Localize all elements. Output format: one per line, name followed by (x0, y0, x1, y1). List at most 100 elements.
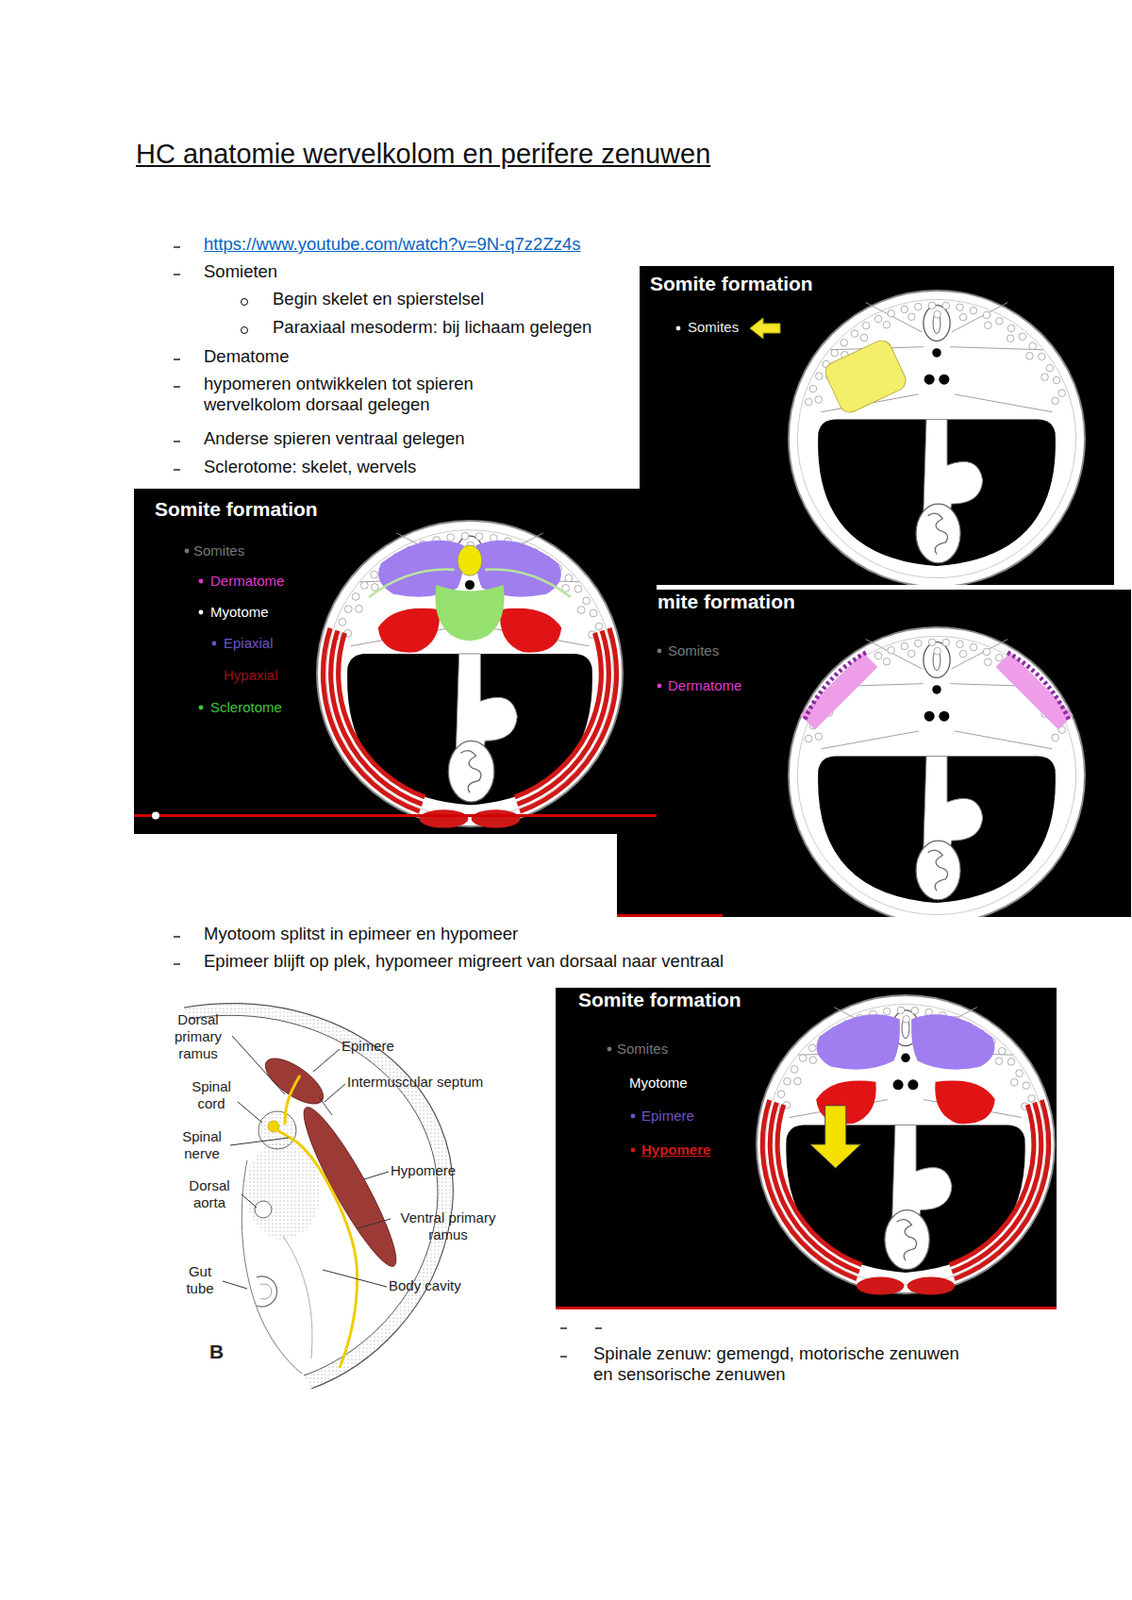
bullet-dot (199, 610, 204, 616)
bullet-dot (631, 1148, 636, 1153)
list-item: hypomeren ontwikkelen tot spieren wervel… (203, 373, 534, 416)
leader-line (313, 1048, 340, 1072)
list-item: Myotoom splitst in epimeer en hypomeer (203, 923, 518, 945)
leader-line (232, 1035, 285, 1095)
frame-artwork (555, 987, 1057, 1310)
list-dash (173, 963, 181, 965)
frame-artwork (616, 589, 1132, 917)
bullet-dot (657, 683, 663, 689)
list-item: Epimeer blijft op plek, hypomeer migreer… (203, 950, 724, 972)
frame-bullet: Myotome (210, 603, 269, 621)
dorsal-ramus (284, 1075, 300, 1125)
figure-label: Ventral primary ramus (390, 1209, 506, 1244)
video-frame: Somite formationSomitesMyotomeEpimereHyp… (555, 987, 1057, 1310)
epimere-muscle (258, 1049, 331, 1113)
frame-bullet: Somites (667, 642, 719, 660)
list-dash (595, 1327, 602, 1329)
bullet-dot (657, 649, 663, 654)
list-dash (173, 273, 181, 275)
gut-tube (256, 1276, 278, 1307)
body-wall-inner (188, 1015, 438, 1376)
bullet-dot (607, 1047, 613, 1052)
dorsal-aorta (254, 1200, 272, 1218)
frame-drawing (322, 540, 616, 829)
video-frame: Somite formationSomites (639, 266, 1115, 585)
frame-drawing (756, 995, 1055, 1294)
page-title: HC anatomie wervelkolom en perifere zenu… (135, 137, 711, 171)
spinal-nerve (277, 1130, 297, 1142)
frame-drawing (799, 650, 1073, 730)
frame-title: Somite formation (578, 987, 742, 1012)
leader-line (364, 1171, 389, 1180)
figure-label: Dorsal primary ramus (162, 1011, 234, 1063)
list-item: Paraxiaal mesoderm: bij lichaam gelegen (272, 316, 592, 338)
figure-label: Hypomere (390, 1162, 456, 1180)
frame-title: mite formation (657, 589, 796, 614)
leader-line (322, 1269, 387, 1287)
bullet-dot (184, 549, 190, 554)
bullet-dot (199, 579, 204, 584)
figure-letter: B (209, 1339, 224, 1364)
list-dash (173, 358, 181, 360)
frame-bullet: Somites (616, 1040, 668, 1058)
list-dash (560, 1355, 567, 1357)
frame-drawing (788, 627, 1085, 917)
frame-drawing (822, 337, 910, 417)
frame-drawing (368, 545, 571, 641)
cavity-lining (283, 1235, 313, 1359)
cavity-lining (241, 1160, 302, 1374)
frame-pointer (749, 317, 781, 339)
frame-bullet: Sclerotome (210, 699, 283, 716)
list-item: Anderse spieren ventraal gelegen (203, 428, 466, 450)
list-dash (173, 385, 181, 387)
frame-bullet: Dermatome (210, 572, 284, 590)
list-dash (560, 1327, 567, 1329)
figure-label: Body cavity (388, 1277, 462, 1295)
frame-title: Somite formation (154, 497, 318, 521)
frame-drawing (788, 290, 1085, 585)
leader-line (237, 1101, 263, 1123)
video-frame: mite formationSomitesDermatome (616, 589, 1132, 917)
spinal-cord (258, 1111, 297, 1149)
frame-bullet: Dermatome (667, 677, 742, 695)
progress-bar (133, 814, 657, 817)
figure-label: Epimere (341, 1037, 395, 1055)
frame-drawing (762, 1014, 1049, 1295)
frame-drawing (810, 1105, 862, 1168)
figure-label: Dorsal aorta (179, 1177, 240, 1212)
frame-bullet: Somites (193, 542, 245, 560)
frame-bullet: Hypomere (641, 1141, 711, 1159)
video-frame: Somite formationSomitesDermatomeMyotomeE… (133, 488, 657, 834)
hyperlink: https://www.youtube.com/watch?v=9N-q7z2Z… (203, 233, 581, 255)
bullet-dot (212, 641, 217, 647)
list-dash (173, 246, 181, 248)
bullet-dot (676, 326, 682, 332)
figure-label: Intermuscular septum (347, 1073, 483, 1091)
frame-title: Somite formation (649, 271, 814, 296)
list-item: Somieten (203, 261, 278, 283)
list-item: Dematome (203, 346, 289, 367)
list-dash (173, 935, 181, 937)
frame-drawing (316, 520, 623, 827)
list-item: Sclerotome: skelet, wervels (203, 456, 417, 478)
frame-artwork (639, 266, 1115, 585)
list-dash (173, 440, 181, 442)
ventral-ramus (296, 1141, 358, 1368)
bullet-dot (631, 1114, 636, 1119)
frame-artwork (133, 488, 657, 834)
frame-heading: Myotome (629, 1074, 688, 1092)
leader-line (222, 1281, 248, 1289)
frame-bullet: Epiaxial (223, 634, 274, 652)
list-dash (173, 468, 181, 470)
sub-bullet (241, 327, 249, 334)
leader-line (241, 1194, 257, 1208)
sub-bullet (241, 299, 249, 306)
leader-line (357, 1218, 391, 1229)
bullet-dot (199, 705, 204, 711)
leader-line (230, 1137, 289, 1146)
leader-line (324, 1083, 346, 1102)
progress-bar (555, 1306, 1057, 1310)
figure-label: Spinal cord (183, 1078, 240, 1113)
list-item: Spinale zenuw: gemengd, motorische zenuw… (593, 1343, 981, 1385)
